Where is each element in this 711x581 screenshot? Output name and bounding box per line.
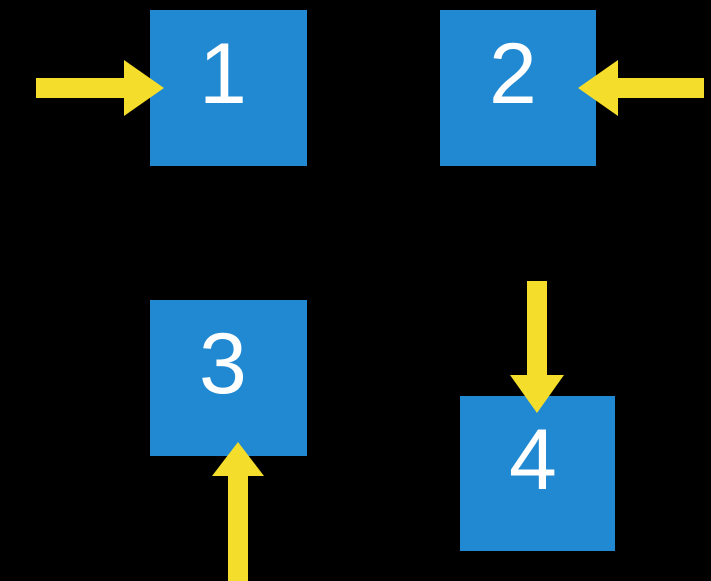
node-label-4: 4	[509, 412, 557, 508]
arrow-down-into-node-4	[510, 281, 564, 413]
node-box-3[interactable]	[150, 300, 307, 456]
arrow-left-into-node-2	[578, 60, 704, 116]
arrow-right-into-node-1	[36, 60, 164, 116]
node-box-1[interactable]	[150, 10, 307, 166]
node-label-2: 2	[489, 26, 537, 122]
node-box-4[interactable]	[460, 396, 615, 551]
arrow-up-into-node-3	[212, 442, 264, 581]
node-label-1: 1	[199, 26, 247, 122]
node-label-3: 3	[199, 316, 247, 412]
node-box-2[interactable]	[440, 10, 596, 166]
